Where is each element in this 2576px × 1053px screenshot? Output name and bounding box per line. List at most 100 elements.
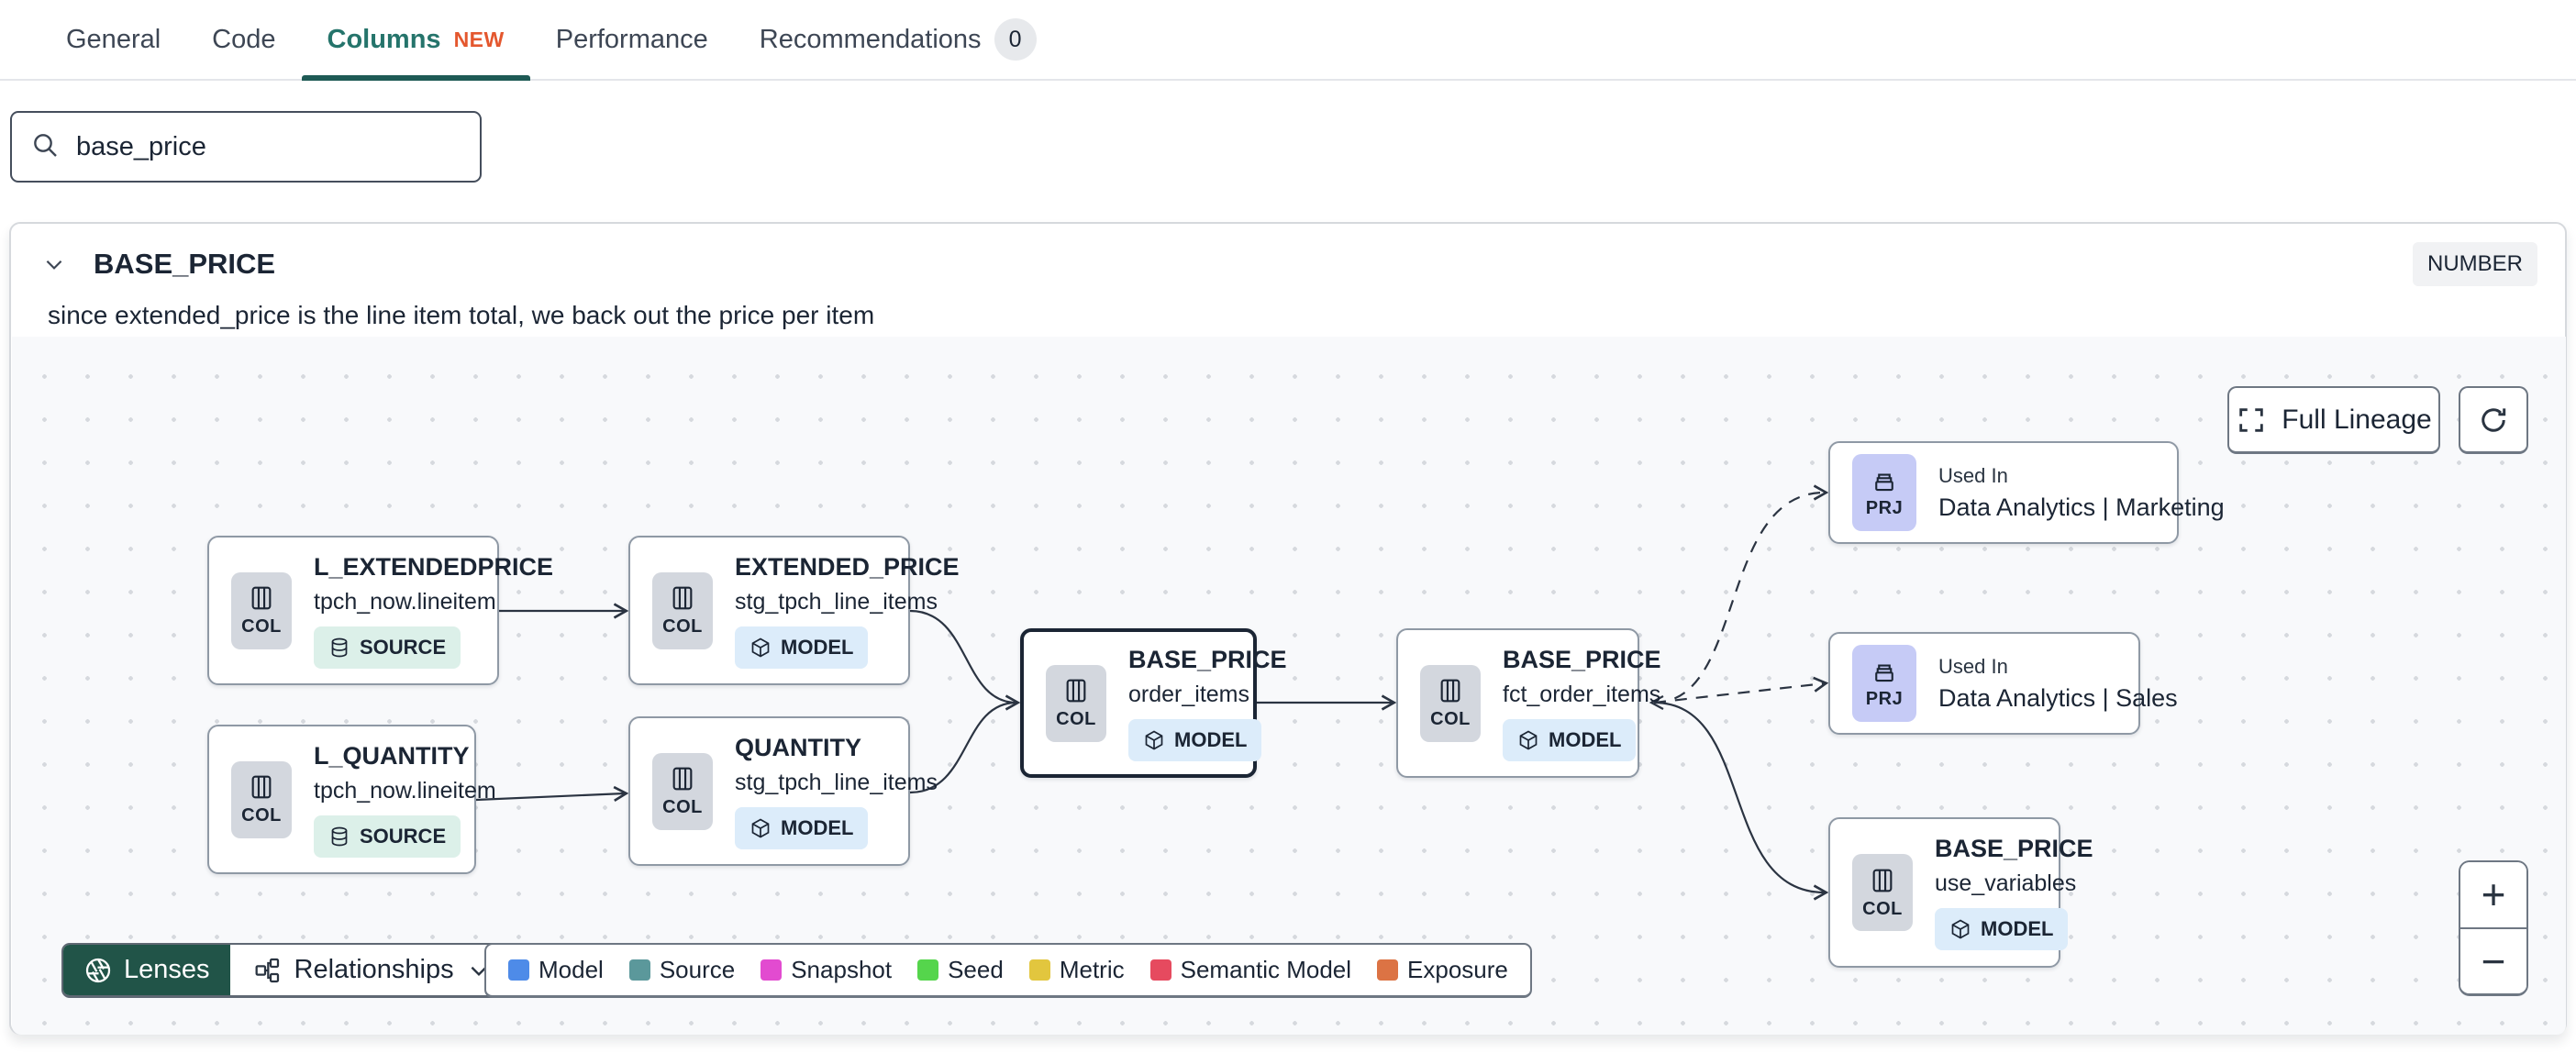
lineage-node-extended-price[interactable]: COL EXTENDED_PRICE stg_tpch_line_items M… xyxy=(628,536,960,685)
legend-item-seed: Seed xyxy=(917,956,1004,984)
zoom-out-button[interactable]: − xyxy=(2460,926,2526,993)
source-swatch xyxy=(628,959,650,981)
columns-icon xyxy=(251,586,272,610)
exposure-swatch xyxy=(1377,959,1399,981)
column-kind-chip: COL xyxy=(652,752,713,830)
tab-columns[interactable]: Columns NEW xyxy=(301,0,530,81)
node-subtitle: tpch_now.lineitem xyxy=(314,588,496,615)
project-kind-chip: PRJ xyxy=(1852,454,1916,531)
column-name: BASE_PRICE xyxy=(94,248,276,280)
search-input[interactable] xyxy=(76,131,461,162)
legend-item-snapshot: Snapshot xyxy=(761,956,892,984)
legend-item-semantic-model: Semantic Model xyxy=(1149,956,1351,984)
resource-type-badge: MODEL xyxy=(1935,908,2069,950)
tab-label: Performance xyxy=(555,24,708,54)
zoom-controls: + − xyxy=(2459,860,2528,996)
resource-type-badge: SOURCE xyxy=(314,626,461,669)
lineage-node-l-quantity[interactable]: COL L_QUANTITY tpch_now.lineitem SOURCE xyxy=(207,725,496,874)
cube-icon xyxy=(751,818,770,837)
resource-type-badge: MODEL xyxy=(1128,718,1262,761)
column-search[interactable] xyxy=(10,111,482,183)
column-kind-chip: COL xyxy=(652,571,713,649)
expand-icon xyxy=(2239,407,2264,432)
database-icon xyxy=(331,826,348,846)
column-description: since extended_price is the line item to… xyxy=(48,301,875,329)
collapse-chevron-icon[interactable] xyxy=(39,249,70,280)
lineage-node-base-price-fct-order-items[interactable]: COL BASE_PRICE fct_order_items MODEL xyxy=(1396,628,1661,778)
refresh-button[interactable] xyxy=(2459,386,2528,454)
node-subtitle: tpch_now.lineitem xyxy=(314,777,496,804)
used-in-label: Used In xyxy=(1938,654,2008,678)
tab-general[interactable]: General xyxy=(40,0,186,79)
legend-item-exposure: Exposure xyxy=(1377,956,1508,984)
cube-icon xyxy=(751,637,770,657)
project-name: Data Analytics | Marketing xyxy=(1938,493,2225,521)
node-subtitle: fct_order_items xyxy=(1503,681,1661,707)
resource-type-badge: MODEL xyxy=(735,806,869,849)
lenses-button[interactable]: Lenses xyxy=(63,945,230,995)
node-subtitle: use_variables xyxy=(1935,870,2077,896)
resource-type-badge: SOURCE xyxy=(314,815,461,858)
column-header: BASE_PRICE NUMBER since extended_price i… xyxy=(11,224,2565,337)
lineage-node-l-extendedprice[interactable]: COL L_EXTENDEDPRICE tpch_now.lineitem SO… xyxy=(207,536,553,685)
resource-type-badge: MODEL xyxy=(735,626,869,669)
refresh-icon xyxy=(2482,407,2506,432)
chevron-down-icon xyxy=(471,966,487,976)
metric-swatch xyxy=(1028,959,1050,981)
lineage-toolbar: Lenses Relationships xyxy=(61,943,515,998)
tab-label: Code xyxy=(212,24,276,54)
column-kind-chip: COL xyxy=(1046,664,1106,742)
archive-stack-icon xyxy=(1875,472,1893,491)
full-lineage-button[interactable]: Full Lineage xyxy=(2227,386,2440,454)
lineage-graph-canvas[interactable]: COL L_EXTENDEDPRICE tpch_now.lineitem SO… xyxy=(12,337,2566,1035)
tab-performance[interactable]: Performance xyxy=(530,0,734,79)
seed-swatch xyxy=(917,959,939,981)
tab-bar: General Code Columns NEW Performance Rec… xyxy=(0,0,2576,81)
columns-icon xyxy=(1872,869,1893,892)
column-kind-chip: COL xyxy=(1852,854,1913,931)
column-detail-panel: BASE_PRICE NUMBER since extended_price i… xyxy=(9,222,2567,1035)
resource-type-badge: MODEL xyxy=(1503,718,1637,761)
columns-icon xyxy=(251,775,272,799)
model-swatch xyxy=(508,959,529,981)
column-kind-chip: COL xyxy=(231,571,292,649)
node-title: BASE_PRICE xyxy=(1503,645,1661,673)
node-title: QUANTITY xyxy=(735,733,861,761)
lineage-node-exposure-sales[interactable]: PRJ Used In Data Analytics | Sales xyxy=(1828,632,2178,735)
archive-stack-icon xyxy=(1875,663,1893,682)
lens-group: Lenses Relationships xyxy=(61,943,515,998)
columns-icon xyxy=(672,586,693,610)
relationships-icon xyxy=(255,958,279,982)
node-title: L_EXTENDEDPRICE xyxy=(314,552,554,581)
tab-label: Recommendations xyxy=(759,24,982,54)
legend-item-model: Model xyxy=(508,956,604,984)
node-subtitle: order_items xyxy=(1128,681,1249,707)
resource-legend: Model Source Snapshot Seed Metric xyxy=(484,943,1532,998)
lineage-node-base-price-use-variables[interactable]: COL BASE_PRICE use_variables MODEL xyxy=(1828,817,2093,968)
used-in-label: Used In xyxy=(1938,463,2008,487)
node-subtitle: stg_tpch_line_items xyxy=(735,588,938,615)
tab-recommendations[interactable]: Recommendations 0 xyxy=(734,0,1062,79)
lineage-node-base-price-order-items[interactable]: COL BASE_PRICE order_items MODEL xyxy=(1020,628,1287,778)
cube-icon xyxy=(1951,919,1970,939)
lineage-node-quantity[interactable]: COL QUANTITY stg_tpch_line_items MODEL xyxy=(628,716,938,866)
database-icon xyxy=(331,637,348,657)
search-icon xyxy=(30,130,60,164)
semantic-model-swatch xyxy=(1149,959,1171,981)
columns-icon xyxy=(1066,679,1086,703)
new-flag: NEW xyxy=(453,27,505,51)
tab-code[interactable]: Code xyxy=(186,0,301,79)
cube-icon xyxy=(1519,730,1538,749)
columns-icon xyxy=(1440,679,1460,703)
snapshot-swatch xyxy=(761,959,783,981)
project-kind-chip: PRJ xyxy=(1852,645,1916,722)
project-name: Data Analytics | Sales xyxy=(1938,683,2178,712)
node-title: BASE_PRICE xyxy=(1935,835,2093,862)
relationships-dropdown[interactable]: Relationships xyxy=(229,945,513,995)
lineage-node-exposure-marketing[interactable]: PRJ Used In Data Analytics | Marketing xyxy=(1828,441,2225,544)
legend-item-source: Source xyxy=(628,956,735,984)
column-kind-chip: COL xyxy=(1420,664,1481,742)
zoom-in-button[interactable]: + xyxy=(2460,862,2526,927)
aperture-icon xyxy=(85,958,111,982)
